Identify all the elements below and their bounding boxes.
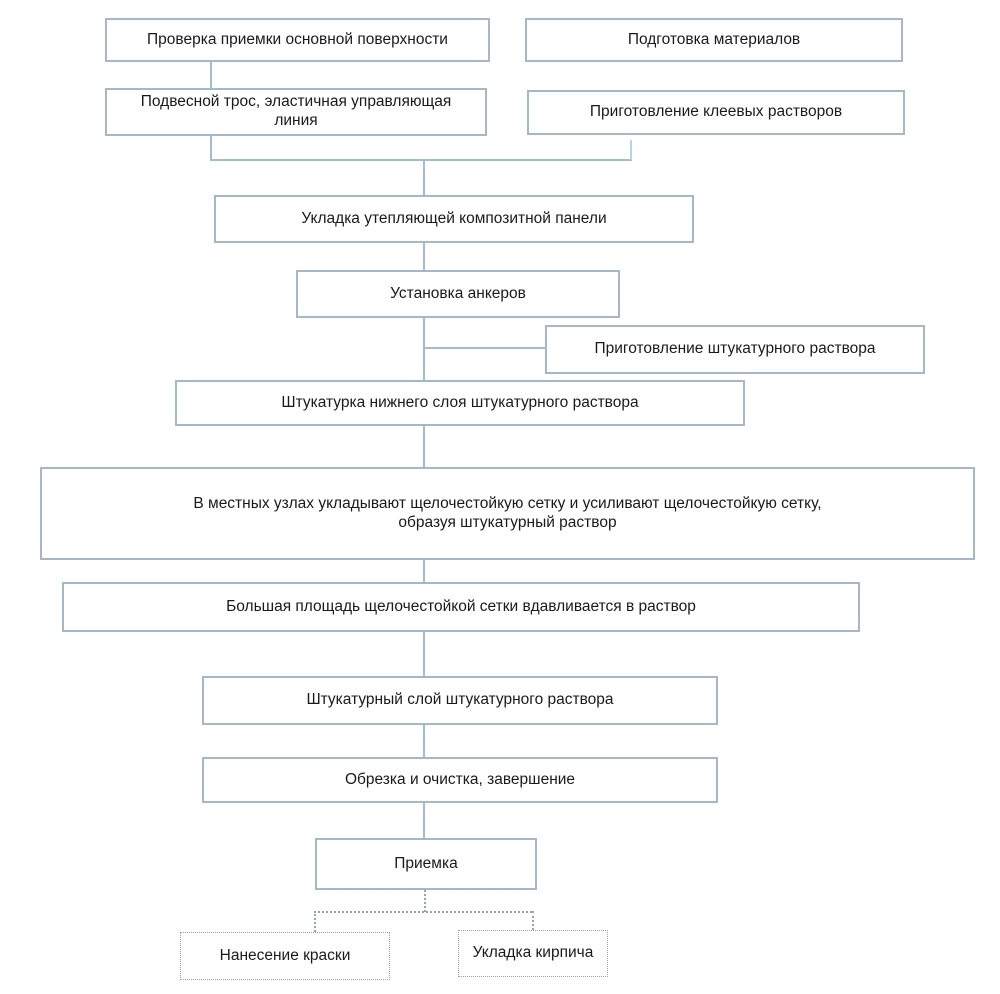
box-painting: Нанесение краски	[180, 932, 390, 980]
box-plaster-layer: Штукатурный слой штукатурного раствора	[202, 676, 718, 725]
box-brick-laying: Укладка кирпича	[458, 930, 608, 977]
box-base-plaster: Штукатурка нижнего слоя штукатурного рас…	[175, 380, 745, 426]
connector-dotted-horizontal	[314, 911, 532, 913]
connector-trim-to-acceptance	[423, 803, 425, 838]
box-acceptance: Приемка	[315, 838, 537, 890]
connector-check-to-suspension	[210, 62, 212, 88]
box-label: Обрезка и очистка, завершение	[344, 770, 576, 788]
connector-panel-to-anchor	[423, 243, 425, 270]
connector-acceptance-down-dotted	[424, 890, 426, 912]
box-label: Укладка утепляющей композитной панели	[301, 209, 607, 227]
connector-merge-to-panel	[423, 159, 425, 196]
box-panel-install: Укладка утепляющей композитной панели	[214, 195, 694, 243]
box-check-surface: Проверка приемки основной поверхности	[105, 18, 490, 62]
connector-anchor-to-base-plaster	[423, 318, 425, 380]
connector-mesh-nodes-to-mesh-press	[423, 560, 425, 582]
box-label: Штукатурка нижнего слоя штукатурного рас…	[281, 393, 639, 411]
box-plaster-prep: Приготовление штукатурного раствора	[545, 325, 925, 374]
box-label: Проверка приемки основной поверхности	[147, 30, 448, 48]
box-anchor-install: Установка анкеров	[296, 270, 620, 318]
box-label: Приготовление клеевых растворов	[589, 103, 843, 121]
connector-dotted-to-brick	[532, 911, 534, 930]
connector-suspension-down	[210, 134, 212, 161]
box-label: Нанесение краски	[219, 946, 351, 964]
box-suspension-line: Подвесной трос, эластичная управляющая л…	[105, 88, 487, 136]
box-label: Приемка	[394, 854, 458, 872]
box-materials-prep: Подготовка материалов	[525, 18, 903, 62]
connector-mesh-press-to-plaster-layer	[423, 632, 425, 676]
box-label: Установка анкеров	[390, 284, 526, 302]
box-label: Штукатурный слой штукатурного раствора	[306, 691, 614, 709]
box-trim-clean: Обрезка и очистка, завершение	[202, 757, 718, 803]
box-label: Подготовка материалов	[627, 30, 801, 48]
box-label: Укладка кирпича	[472, 944, 594, 962]
connector-merge-horizontal	[210, 159, 632, 161]
connector-plaster-layer-to-trim	[423, 725, 425, 757]
connector-base-to-mesh-nodes	[423, 426, 425, 467]
box-label: Приготовление штукатурного раствора	[594, 340, 876, 358]
box-label: Большая площадь щелочестойкой сетки вдав…	[226, 597, 696, 615]
box-label: Подвесной трос, эластичная управляющая л…	[140, 93, 452, 129]
connector-adhesive-down	[630, 140, 632, 160]
box-adhesive-prep: Приготовление клеевых растворов	[527, 90, 905, 135]
box-label: В местных узлах укладывают щелочестойкую…	[193, 494, 822, 531]
box-mesh-nodes: В местных узлах укладывают щелочестойкую…	[40, 467, 975, 560]
box-mesh-press: Большая площадь щелочестойкой сетки вдав…	[62, 582, 860, 632]
connector-branch-to-plaster-prep	[423, 347, 545, 349]
connector-dotted-to-painting	[314, 911, 316, 932]
